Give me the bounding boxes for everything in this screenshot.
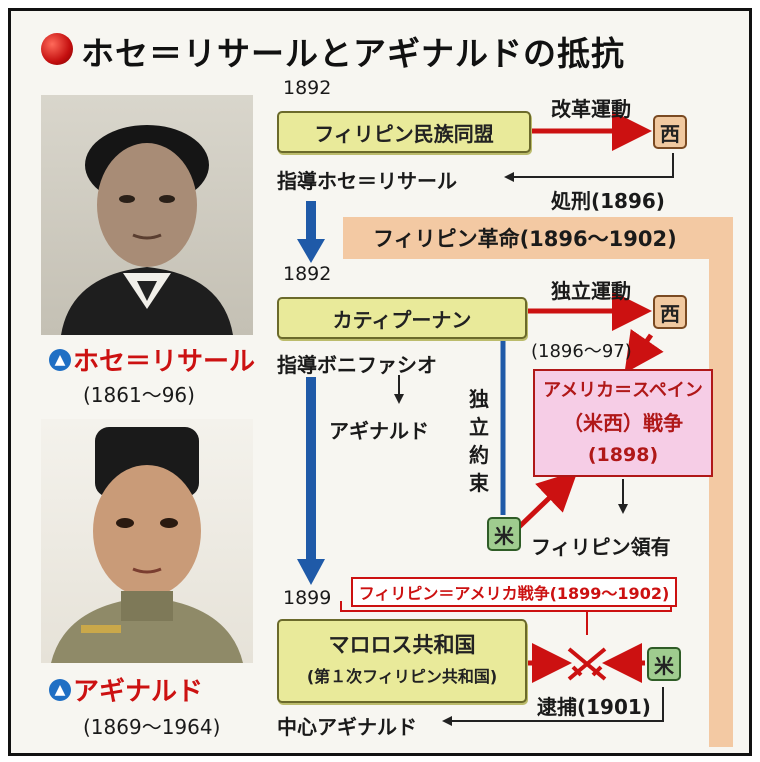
aguinaldo-years: (1869〜1964) xyxy=(83,715,221,739)
katipunan-leader: 指導ボニファシオ xyxy=(277,353,437,377)
possession-label: フィリピン領有 xyxy=(531,535,671,559)
independence-label: 独立運動 xyxy=(551,279,631,303)
execution-label: 処刑(1896) xyxy=(551,189,665,213)
malolos-box: マロロス共和国 (第１次フィリピン共和国) xyxy=(277,619,527,703)
malolos-name: マロロス共和国 xyxy=(328,633,476,657)
reform-label: 改革運動 xyxy=(551,97,631,121)
spain-symbol-2: 西 xyxy=(653,295,687,329)
rizal-portrait xyxy=(41,95,253,335)
aguinaldo-successor: アギナルド xyxy=(329,419,429,443)
rizal-years: (1861〜96) xyxy=(83,383,195,407)
aguinaldo-portrait xyxy=(41,419,253,663)
league-year: 1892 xyxy=(283,77,332,99)
aguinaldo-marker-icon: ▲ xyxy=(49,679,71,701)
diagram-frame: ホセ＝リサールとアギナルドの抵抗 ▲ ホセ＝リサール (1861〜96) ▲ ア… xyxy=(8,8,752,756)
malolos-year: 1899 xyxy=(283,587,332,609)
war-line2: （米西）戦争 xyxy=(563,411,683,435)
arrest-label: 逮捕(1901) xyxy=(537,695,651,719)
revolution-band-vertical xyxy=(709,217,733,747)
league-leader: 指導ホセ＝リサール xyxy=(277,169,457,193)
league-box: フィリピン民族同盟 xyxy=(277,111,531,153)
war-line1: アメリカ＝スペイン xyxy=(543,380,703,401)
us-symbol-2: 米 xyxy=(647,647,681,681)
title-bullet-icon xyxy=(41,33,73,65)
fa-war-label: フィリピン＝アメリカ戦争(1899〜1902) xyxy=(351,577,677,607)
war-box: アメリカ＝スペイン （米西）戦争 (1898) xyxy=(533,369,713,477)
war-line3: (1898) xyxy=(587,444,659,466)
crossed-swords-icon xyxy=(563,643,611,685)
us-symbol-1: 米 xyxy=(487,517,521,551)
spain-symbol-1: 西 xyxy=(653,115,687,149)
independence-period: (1896〜97) xyxy=(531,341,632,362)
page-title: ホセ＝リサールとアギナルドの抵抗 xyxy=(81,34,625,73)
revolution-label: フィリピン革命(1896〜1902) xyxy=(373,227,677,251)
center-label: 中心アギナルド xyxy=(277,715,417,739)
aguinaldo-name: アギナルド xyxy=(73,677,204,707)
portrait-icon xyxy=(51,427,243,663)
malolos-subtitle: (第１次フィリピン共和国) xyxy=(306,667,498,686)
katipunan-box: カティプーナン xyxy=(277,297,527,339)
rizal-marker-icon: ▲ xyxy=(49,349,71,371)
rizal-name: ホセ＝リサール xyxy=(73,347,256,377)
revolution-band xyxy=(343,217,733,259)
promise-label: 独立約束 xyxy=(469,387,489,495)
portrait-icon xyxy=(61,125,233,335)
katipunan-year: 1892 xyxy=(283,263,332,285)
